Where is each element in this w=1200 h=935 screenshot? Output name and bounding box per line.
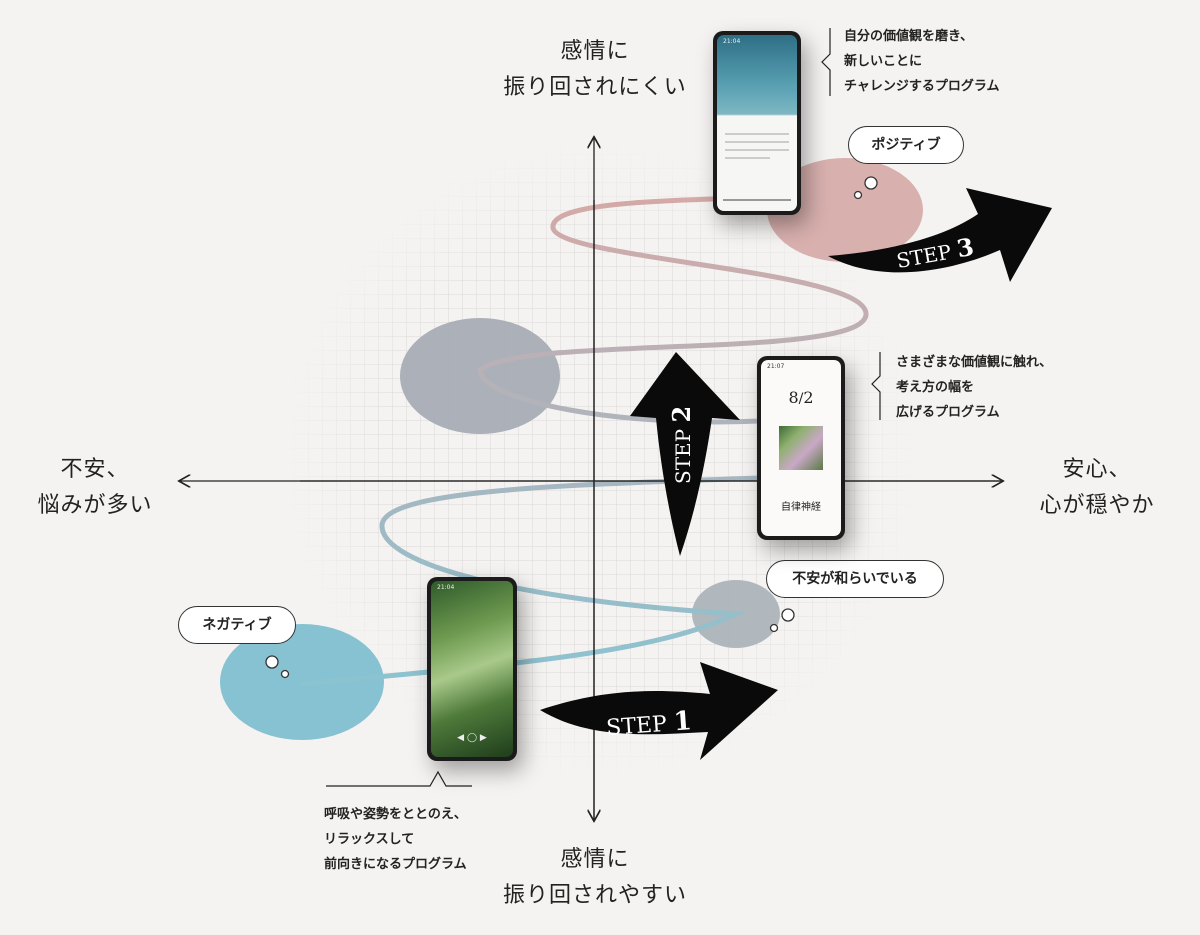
step3-note-bracket [821,28,831,96]
phone-step1-status: 21:04 [437,584,455,591]
phone-step1-screen: 21:04 ◀ ◯ ▶ [431,581,513,757]
axis-right-label: 安心、心が穏やか [1039,457,1155,518]
negative-bubble: ネガティブ [178,606,296,644]
player-bar [723,199,791,201]
step3-note: 自分の価値観を磨き、新しいことにチャレンジするプログラム [844,29,1000,94]
step2-label: STEP 2 [667,406,696,484]
phone-step2-status: 21:07 [767,363,785,370]
bubble-tail-large [864,176,878,190]
date-display: 8/2 [788,388,814,407]
step2-note-bracket [871,352,881,420]
bubble-tail-large [265,655,279,669]
phone-step3-status: 21:04 [723,38,741,45]
phone-step2-screen: 21:07 8/2 自律神経 [761,360,841,536]
bubble-tail-small [853,190,863,200]
bubble-tail-small [280,669,290,679]
step1-arrow [540,662,778,760]
easing-bubble: 不安が和らいでいる [766,560,944,598]
text-lines [725,127,789,165]
step3-arrow [828,188,1052,282]
phone-step1: 21:04 ◀ ◯ ▶ [427,577,517,761]
phone-step2: 21:07 8/2 自律神経 [757,356,845,540]
date-day: 2 [803,388,814,407]
step2-note: さまざまな価値観に触れ、考え方の幅を広げるプログラム [896,355,1053,420]
bubble-tail-large [781,608,795,622]
play-controls: ◀ ◯ ▶ [457,733,487,743]
bubble-tail-small [769,623,779,633]
date-month: 8 [788,388,799,407]
phone-step3: 21:04 [713,31,801,215]
step1-label: STEP 1 [605,706,693,742]
axis-left-label: 不安、悩みが多い [37,457,153,518]
axis-bottom-label: 感情に振り回されやすい [502,847,687,908]
axis-top-label: 感情に振り回されにくい [503,39,687,100]
plant-photo [779,426,823,470]
positive-blob [767,158,923,262]
progress-curve [299,195,869,687]
step1-note: 呼吸や姿勢をととのえ、リラックスして前向きになるプログラム [324,807,467,872]
positive-bubble: ポジティブ [848,126,964,164]
step2-arrow [630,352,740,556]
phone-step3-screen: 21:04 [717,35,797,211]
daily-word: 自律神経 [781,502,821,513]
step1-note-bracket [326,770,472,787]
